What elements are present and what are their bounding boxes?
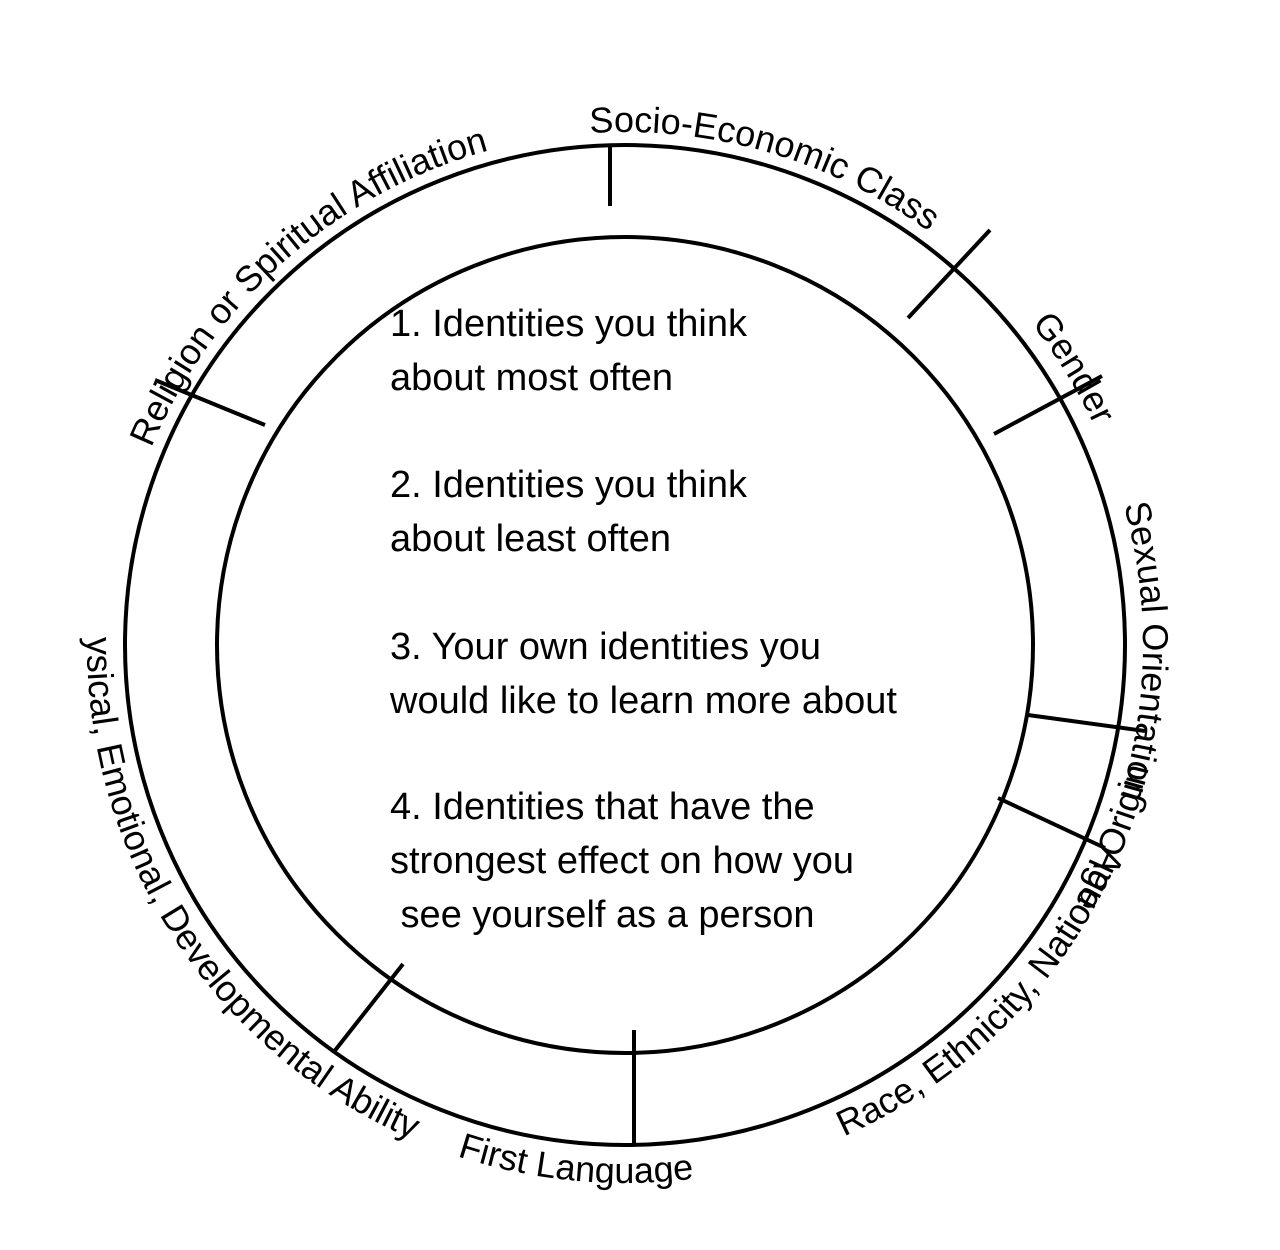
label-sexual-orientation: Sexual Orientation — [1112, 497, 1176, 807]
outer-ring — [123, 143, 1127, 1147]
prompt-1-line-1: 1. Identities you think — [390, 303, 747, 345]
prompt-4-line-3: see yourself as a person — [390, 894, 815, 936]
prompt-3-line-1: 3. Your own identities you — [390, 626, 821, 668]
prompt-1: 1. Identities you think about most often — [390, 297, 747, 405]
divider-ability-religion — [154, 378, 266, 427]
prompt-4: 4. Identities that have the strongest ef… — [390, 780, 854, 942]
prompt-1-line-2: about most often — [390, 357, 674, 399]
prompt-4-line-1: 4. Identities that have the — [390, 786, 815, 828]
divider-sexual-age — [1027, 713, 1146, 733]
divider-age-race — [997, 796, 1106, 850]
prompt-3: 3. Your own identities you would like to… — [390, 620, 897, 728]
prompt-4-line-2: strongest effect on how you — [390, 840, 855, 882]
label-socio-economic-class: Socio-Economic Class — [588, 99, 947, 238]
divider-firstlanguage-ability — [331, 962, 405, 1055]
prompt-2-line-1: 2. Identities you think — [390, 464, 747, 506]
prompt-2-line-2: about least often — [390, 518, 671, 560]
label-first-language: First Language — [455, 1125, 695, 1191]
divider-socioeconomic-gender — [906, 228, 992, 320]
prompt-3-line-2: would like to learn more about — [390, 680, 897, 722]
divider-gender-sexual — [993, 374, 1103, 436]
prompt-2: 2. Identities you think about least ofte… — [390, 458, 747, 566]
inner-ring — [215, 235, 1035, 1055]
